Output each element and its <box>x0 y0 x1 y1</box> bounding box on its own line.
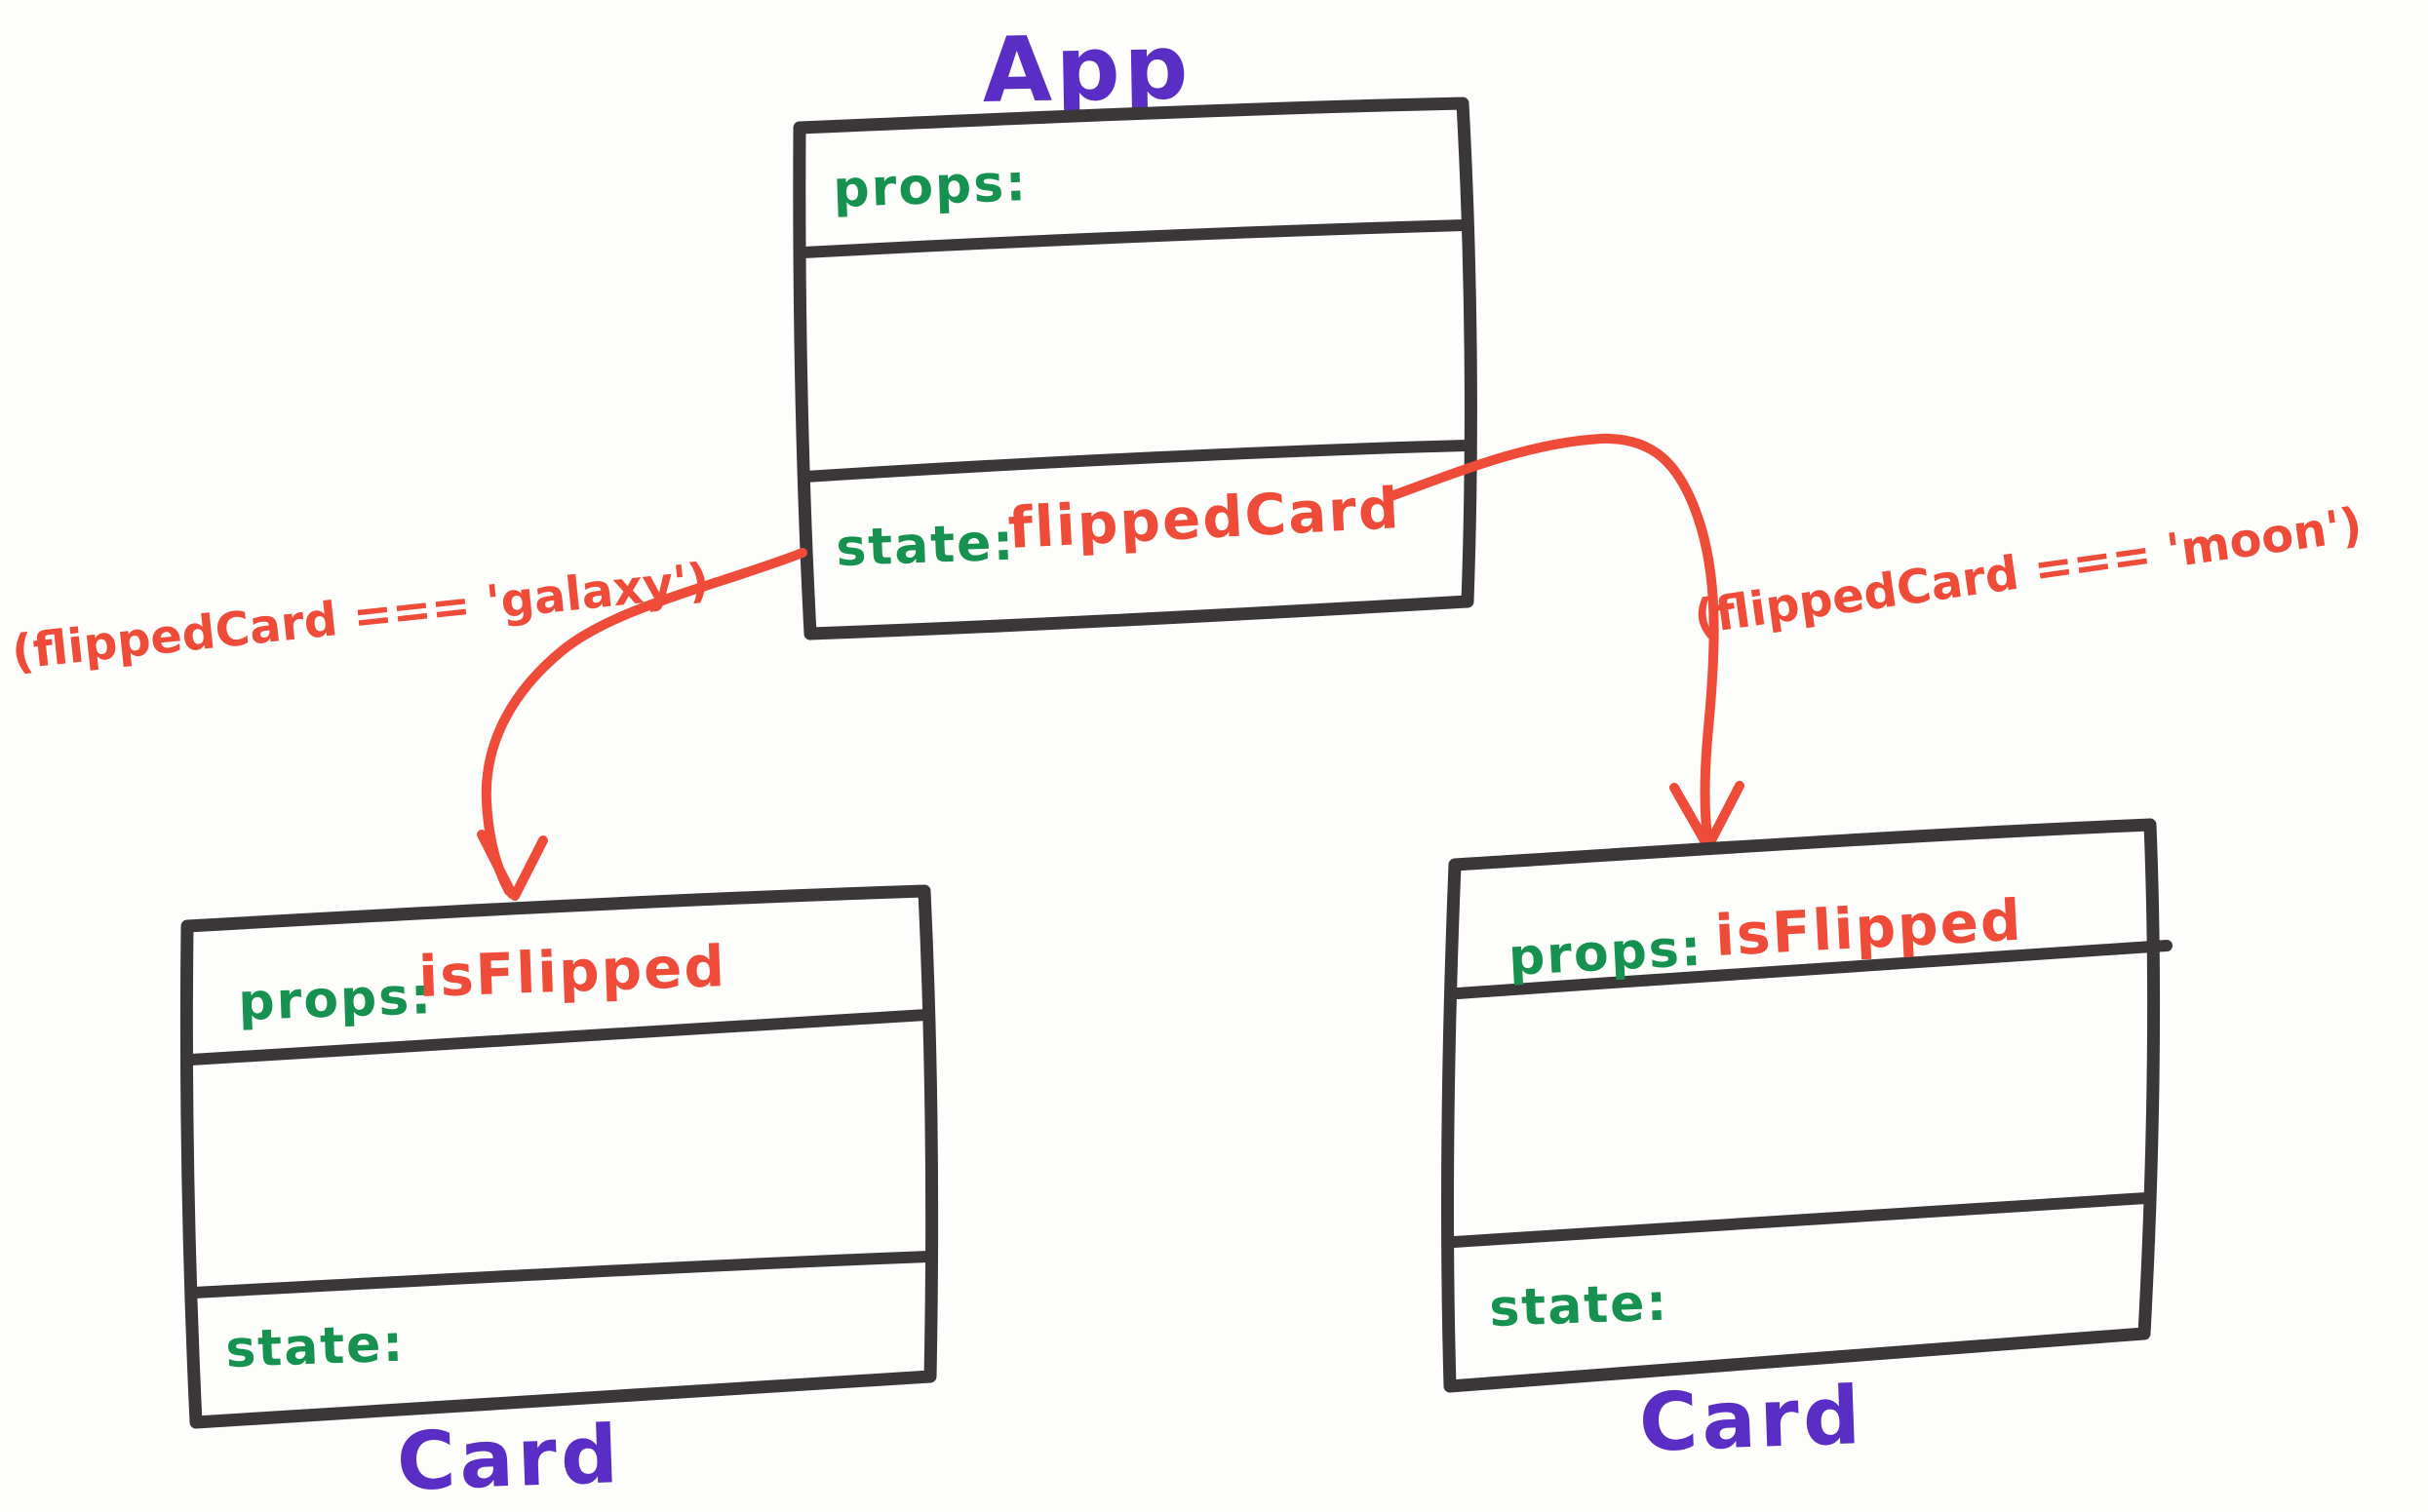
right-card-component: props: isFlipped state: Card <box>1441 818 2173 1470</box>
left-arrow-curve <box>481 548 807 896</box>
right-flow-arrow: (flippedCard === 'moon') <box>1384 433 2366 849</box>
right-arrowhead <box>1669 781 1744 849</box>
app-state-label: state: <box>835 514 1016 578</box>
left-flow-arrow: (flippedCard === 'galaxy') <box>9 548 807 901</box>
right-card-row-divider-state <box>1448 1192 2152 1248</box>
right-arrow-condition-label: (flippedCard === 'moon') <box>1691 497 2366 645</box>
right-card-box-outline <box>1441 818 2161 1393</box>
app-row-divider-props <box>798 219 1470 258</box>
left-card-component: props: isFlipped state: Card <box>179 884 939 1509</box>
left-card-props-value: isFlipped <box>417 933 727 1010</box>
left-card-props-label: props: <box>237 967 434 1032</box>
right-card-title: Card <box>1637 1370 1865 1470</box>
right-card-props-value: isFlipped <box>1713 887 2024 969</box>
right-card-row-divider-props <box>1452 940 2173 999</box>
right-card-state-label: state: <box>1488 1274 1669 1338</box>
app-component: App props: state: flippedCard <box>793 15 1477 640</box>
app-state-value: flippedCard <box>1006 475 1402 562</box>
app-box-outline <box>793 97 1477 640</box>
left-card-row-divider-state <box>188 1251 934 1299</box>
left-arrow-condition-label: (flippedCard === 'galaxy') <box>9 553 711 680</box>
right-arrow-curve <box>1384 433 1719 841</box>
left-card-state-label: state: <box>224 1315 406 1379</box>
left-card-row-divider-props <box>185 1009 932 1066</box>
app-row-divider-state <box>800 440 1472 483</box>
right-card-props-label: props: <box>1508 919 1704 988</box>
app-title: App <box>982 15 1194 123</box>
left-card-box-outline <box>179 884 939 1429</box>
left-card-title: Card <box>395 1409 623 1509</box>
app-props-label: props: <box>832 154 1029 219</box>
left-arrowhead <box>477 830 548 901</box>
